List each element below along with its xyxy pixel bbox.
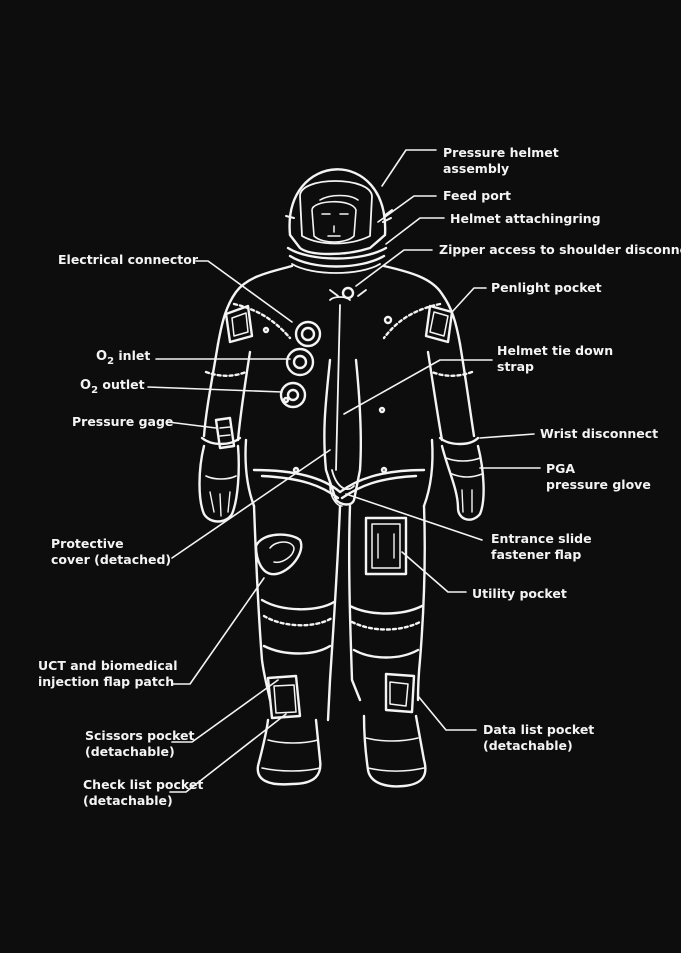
label-helmet-tie-down-line1: Helmet tie down <box>497 343 613 359</box>
label-entrance-slide-line1: Entrance slide <box>491 531 592 547</box>
label-zipper-access: Zipper access to shoulder disconnect <box>439 242 681 258</box>
label-helmet-tie-down: Helmet tie down strap <box>497 343 613 375</box>
label-uct-patch-line2: injection flap patch <box>38 674 178 690</box>
torso-drawing <box>218 266 460 506</box>
label-o2-outlet-text: outlet <box>98 377 145 392</box>
label-data-list-pocket: Data list pocket (detachable) <box>483 722 594 754</box>
label-entrance-slide: Entrance slide fastener flap <box>491 531 592 563</box>
label-helmet-attaching-ring: Helmet attachingring <box>450 211 601 227</box>
label-pga-glove-line1: PGA <box>546 461 651 477</box>
label-scissors-pocket-line1: Scissors pocket <box>85 728 195 744</box>
label-pga-glove-line2: pressure glove <box>546 477 651 493</box>
label-pressure-helmet-line2: assembly <box>443 161 559 177</box>
label-pressure-gage: Pressure gage <box>72 414 173 430</box>
label-protective-cover-line1: Protective <box>51 536 171 552</box>
label-uct-patch-line1: UCT and biomedical <box>38 658 178 674</box>
label-check-list-pocket-line2: (detachable) <box>83 793 203 809</box>
label-pga-glove: PGA pressure glove <box>546 461 651 493</box>
label-o2-outlet-subscript: 2 <box>91 385 98 396</box>
label-o2-inlet: O2 inlet <box>96 348 150 366</box>
label-o2-inlet-text: inlet <box>114 348 150 363</box>
label-o2-outlet-o: O <box>80 378 91 393</box>
label-check-list-pocket: Check list pocket (detachable) <box>83 777 203 809</box>
label-check-list-pocket-line1: Check list pocket <box>83 777 203 793</box>
label-o2-inlet-subscript: 2 <box>107 356 114 367</box>
label-o2-inlet-o: O <box>96 349 107 364</box>
legs-drawing <box>254 506 425 720</box>
helmet-drawing <box>286 169 392 273</box>
label-data-list-pocket-line2: (detachable) <box>483 738 594 754</box>
label-o2-outlet: O2 outlet <box>80 377 145 395</box>
label-protective-cover-line2: cover (detached) <box>51 552 171 568</box>
label-pressure-helmet: Pressure helmet assembly <box>443 145 559 177</box>
label-electrical-connector: Electrical connector <box>58 252 198 268</box>
label-utility-pocket: Utility pocket <box>472 586 567 602</box>
label-helmet-tie-down-line2: strap <box>497 359 613 375</box>
label-pressure-helmet-line1: Pressure helmet <box>443 145 559 161</box>
label-protective-cover: Protective cover (detached) <box>51 536 171 568</box>
label-entrance-slide-line2: fastener flap <box>491 547 592 563</box>
boots-and-leg-pockets <box>258 674 426 786</box>
label-uct-patch: UCT and biomedical injection flap patch <box>38 658 178 690</box>
label-wrist-disconnect: Wrist disconnect <box>540 426 658 442</box>
label-data-list-pocket-line1: Data list pocket <box>483 722 594 738</box>
label-scissors-pocket-line2: (detachable) <box>85 744 195 760</box>
label-penlight-pocket: Penlight pocket <box>491 280 602 296</box>
label-feed-port: Feed port <box>443 188 511 204</box>
label-scissors-pocket: Scissors pocket (detachable) <box>85 728 195 760</box>
